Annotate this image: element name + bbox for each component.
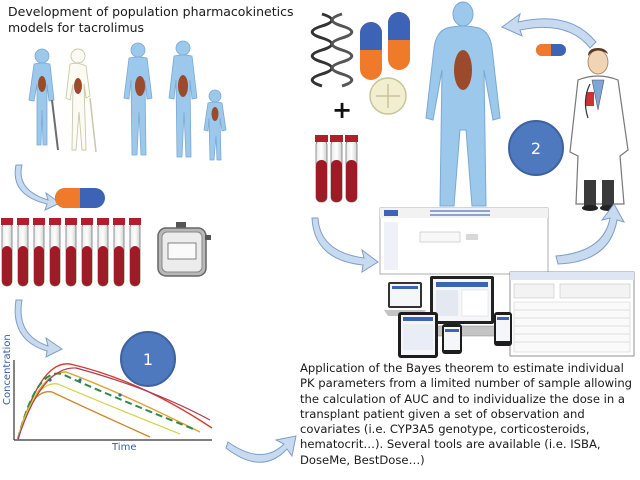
- person-icon: [203, 89, 227, 161]
- pk-curve-1: [17, 363, 213, 440]
- flow-arrow: [311, 217, 379, 273]
- phone-icon: [442, 324, 462, 354]
- blood-tube-row: [1, 218, 141, 287]
- phone-icon: [494, 312, 512, 346]
- plot-x-label: Time: [112, 442, 137, 453]
- kidney-icon: [454, 50, 472, 90]
- laptop-icon: [423, 276, 501, 337]
- flow-arrow: [501, 12, 597, 49]
- laptop-icon: [384, 282, 426, 316]
- pill-icon: [369, 77, 407, 115]
- blood-tube-icon: [81, 218, 93, 287]
- software-window-icon: [509, 271, 635, 357]
- blood-tube-row: [315, 135, 358, 203]
- kidney-icon: [178, 75, 188, 97]
- blood-tube-icon: [315, 135, 328, 203]
- pk-data-point: [78, 378, 82, 382]
- blood-tube-icon: [49, 218, 61, 287]
- blood-tube-icon: [65, 218, 77, 287]
- pk-data-point: [48, 378, 52, 382]
- pk-curve-6: [17, 367, 211, 440]
- patient-body-icon: [425, 1, 501, 207]
- person-icon: [28, 48, 59, 151]
- flow-arrow: [14, 299, 63, 358]
- plus-sign: +: [332, 96, 353, 124]
- software-window-icon: [379, 207, 549, 275]
- blood-tube-icon: [1, 218, 13, 287]
- kidney-icon: [74, 78, 82, 94]
- kidney-icon: [135, 76, 145, 96]
- pk-concentration-plot: [13, 360, 213, 441]
- stopwatch-icon: [157, 222, 211, 277]
- bayesian-description: Application of the Bayes theorem to esti…: [300, 361, 633, 467]
- blood-tube-icon: [97, 218, 109, 287]
- kidney-icon: [211, 107, 219, 121]
- person-icon: [168, 40, 198, 158]
- person-icon: [123, 42, 153, 156]
- blood-tube-icon: [33, 218, 45, 287]
- blood-tube-icon: [330, 135, 343, 203]
- capsule-icon: [55, 188, 105, 208]
- step-1-badge: 1: [120, 331, 176, 387]
- capsule-icon: [536, 44, 566, 56]
- pk-curve-5: [17, 383, 181, 440]
- kidney-icon: [38, 76, 46, 92]
- flow-arrow: [555, 203, 626, 265]
- population-figures: [28, 40, 227, 161]
- diagram-title: Development of population pharmacokineti…: [8, 4, 294, 35]
- flow-arrow: [225, 435, 297, 463]
- capsule-icon: [360, 22, 382, 80]
- blood-tube-icon: [129, 218, 141, 287]
- dna-helix-icon: [310, 12, 354, 88]
- doctor-icon: [569, 48, 629, 211]
- person-icon: [65, 48, 97, 153]
- pk-curve-3: [17, 372, 197, 440]
- tablet-icon: [398, 312, 438, 358]
- blood-tube-icon: [113, 218, 125, 287]
- pk-data-point: [118, 393, 122, 397]
- capsule-icon: [388, 12, 410, 70]
- blood-tube-icon: [17, 218, 29, 287]
- blood-tube-icon: [345, 135, 358, 203]
- step-2-badge: 2: [508, 120, 564, 176]
- flow-arrow: [14, 164, 61, 211]
